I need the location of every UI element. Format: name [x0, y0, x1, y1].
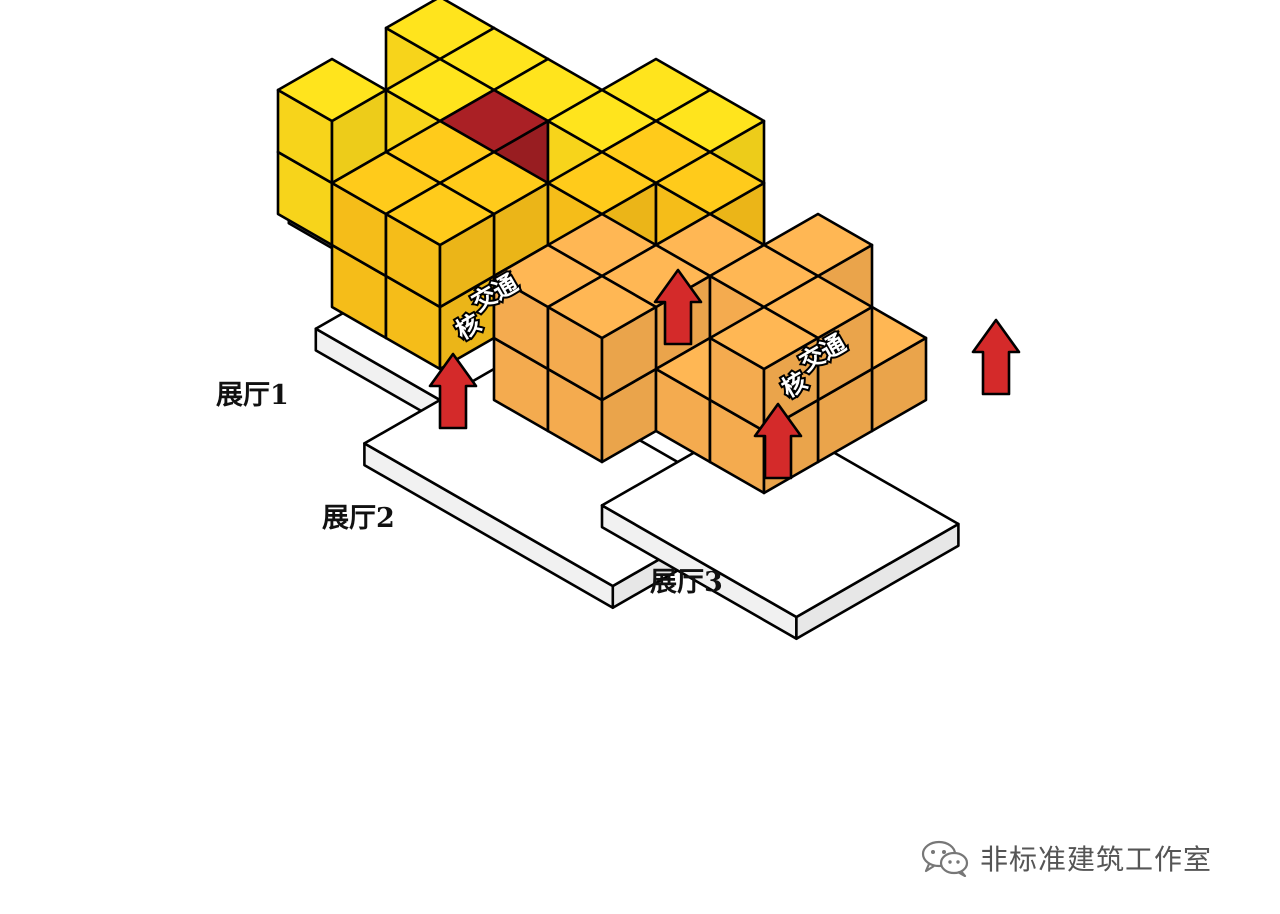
up-arrow-hall-2: [428, 352, 478, 430]
base-slab-4: [600, 411, 960, 641]
hall-label-2: 展厅2: [322, 503, 395, 534]
vertical-circulation-arrows: [428, 268, 1021, 480]
wechat-icon: [921, 840, 969, 877]
hall-label-3: 展厅3: [650, 567, 723, 598]
hall-label-1: 展厅1: [216, 380, 289, 411]
up-arrow-hall-3-back: [971, 318, 1021, 396]
hall-3-block: [546, 274, 658, 402]
up-arrow-hall-3-front: [753, 402, 803, 480]
watermark-text: 非标准建筑工作室: [980, 843, 1213, 876]
up-arrow-hall-1: [653, 268, 703, 346]
watermark: 非标准建筑工作室: [920, 838, 1212, 878]
massing-blocks: [276, 0, 928, 495]
hall-2-block: [384, 181, 496, 309]
hall-1-block: [276, 57, 388, 185]
